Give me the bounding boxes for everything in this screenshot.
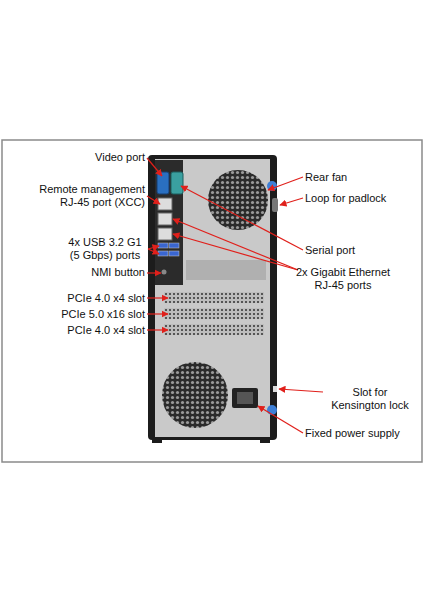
callout-label: 4x USB 3.2 G1 (5 Gbps) ports bbox=[65, 236, 145, 262]
callout-label: Serial port bbox=[305, 244, 415, 257]
io-shield bbox=[155, 160, 183, 285]
callout-label: Loop for padlock bbox=[305, 192, 420, 205]
callout-label: PCIe 5.0 x16 slot bbox=[30, 308, 145, 321]
pcie-slot bbox=[164, 324, 264, 335]
pcie-slot bbox=[164, 308, 264, 319]
rj45-port bbox=[158, 228, 172, 240]
leader-arrow bbox=[173, 234, 298, 270]
leader-arrow bbox=[148, 246, 159, 249]
callout-label: Video port bbox=[20, 151, 145, 164]
leader-arrow bbox=[280, 198, 303, 205]
padlock-loop bbox=[272, 198, 278, 212]
serial-port bbox=[171, 172, 183, 194]
callout-label: NMI button bbox=[40, 266, 145, 279]
psu-fan-grille bbox=[162, 362, 228, 428]
pcie-slot bbox=[164, 292, 264, 303]
usb-port bbox=[169, 243, 179, 248]
usb-port bbox=[158, 243, 168, 248]
nmi-button bbox=[162, 270, 167, 275]
power-socket bbox=[237, 392, 253, 404]
leader-arrow bbox=[268, 177, 303, 190]
callout-label: Slot for Kensington lock bbox=[325, 386, 415, 412]
leader-arrow bbox=[279, 389, 323, 392]
leader-arrow bbox=[148, 249, 159, 254]
leader-arrow bbox=[147, 158, 162, 176]
leader-arrow bbox=[147, 196, 160, 204]
rj45-port bbox=[158, 213, 172, 225]
case-body bbox=[148, 155, 277, 440]
rear-panel bbox=[155, 159, 270, 437]
rear-fan-grille bbox=[208, 170, 268, 230]
callout-label: PCIe 4.0 x4 slot bbox=[30, 324, 145, 337]
leader-arrow bbox=[173, 219, 298, 270]
leader-arrows bbox=[147, 158, 323, 433]
callout-label: 2x Gigabit Ethernet RJ-45 ports bbox=[288, 266, 398, 292]
leader-arrow bbox=[258, 406, 303, 433]
frame-border bbox=[2, 140, 422, 462]
leader-arrow bbox=[147, 329, 168, 330]
kensington-slot bbox=[273, 386, 277, 392]
callout-label: Fixed power supply bbox=[305, 427, 420, 440]
usb-port bbox=[169, 251, 179, 256]
callout-label: Remote management RJ-45 port (XCC) bbox=[33, 183, 145, 209]
leader-arrow bbox=[181, 186, 303, 250]
panel-vent bbox=[186, 260, 266, 280]
callout-label: PCIe 4.0 x4 slot bbox=[30, 292, 145, 305]
video-port bbox=[157, 172, 169, 194]
case-foot bbox=[260, 438, 270, 443]
leader-arrow bbox=[147, 297, 168, 298]
callout-label: Rear fan bbox=[305, 171, 415, 184]
usb-port bbox=[158, 251, 168, 256]
rj45-xcc bbox=[158, 198, 172, 210]
leader-arrow bbox=[147, 272, 161, 273]
blue-latch bbox=[267, 405, 277, 415]
case-foot bbox=[152, 438, 162, 443]
power-inlet bbox=[232, 388, 258, 408]
leader-arrow bbox=[147, 313, 168, 314]
